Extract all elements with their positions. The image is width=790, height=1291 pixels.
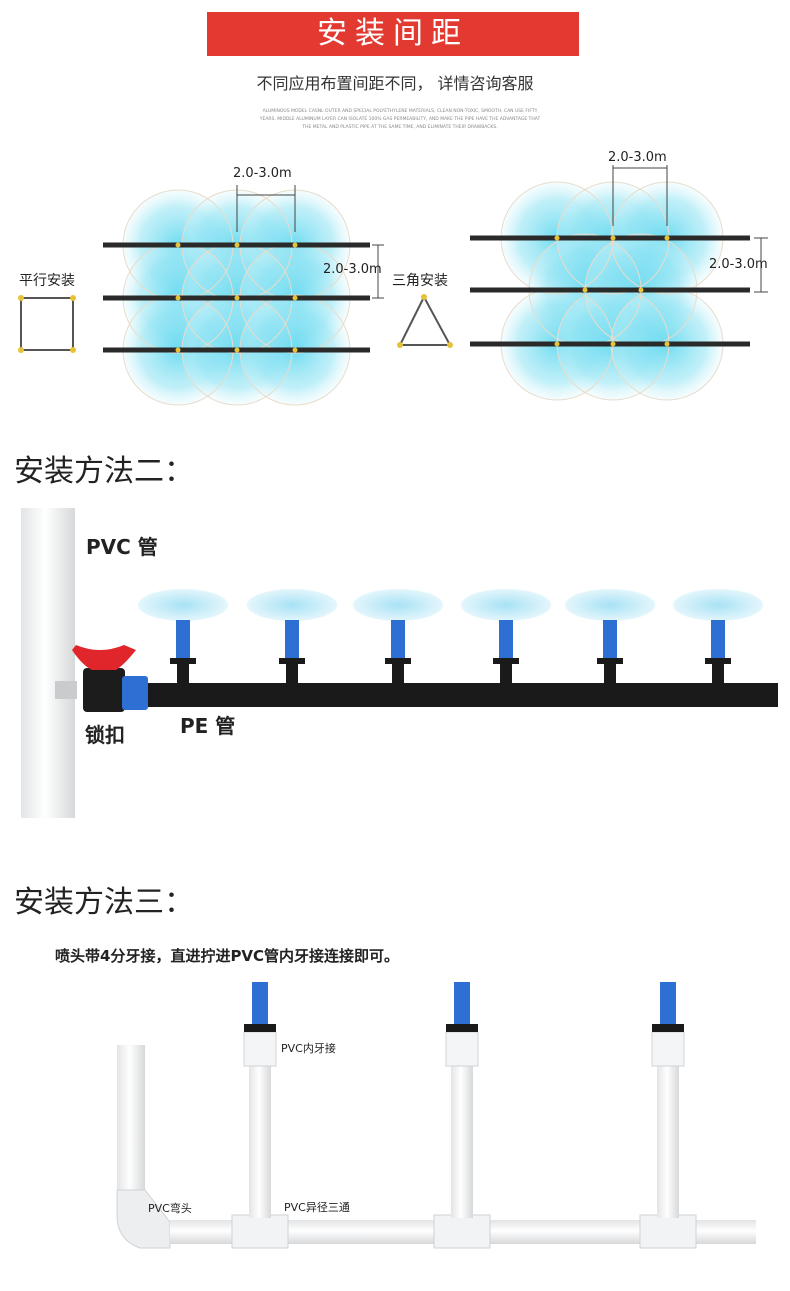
triangle-label: 三角安装: [392, 273, 448, 289]
inner-thread-adapters: [243, 1031, 685, 1067]
triangle-nozzles: [554, 235, 670, 347]
parallel-horizontal-dim: 2.0-3.0m: [233, 166, 292, 181]
pvc-pipe-label: PVC 管: [86, 535, 158, 559]
pe-pipe: [128, 683, 778, 707]
english-note: ALUMINOUS MODEL CASNL OUTER AND SPECIAL …: [259, 109, 541, 130]
subtitle: 不同应用布置间距不同， 详情咨询客服: [256, 74, 534, 93]
method2-illustration: [21, 508, 778, 818]
method3-nozzles: [244, 982, 684, 1032]
pe-pipe-label: PE 管: [180, 714, 236, 738]
inner-thread-label: PVC内牙接: [281, 1042, 336, 1055]
pvc-elbow: [116, 1189, 171, 1249]
triangle-vertical-dim: 2.0-3.0m: [709, 257, 768, 272]
parallel-dim-lines: [236, 185, 384, 299]
method2-nozzles: [138, 589, 763, 684]
section-title-banner: 安装间距: [207, 12, 579, 56]
triangle-dim-lines: [612, 165, 768, 293]
lock-valve-body: [83, 668, 125, 712]
parallel-vertical-dim: 2.0-3.0m: [323, 262, 382, 277]
valve-thread: [55, 681, 77, 699]
pvc-tees: [231, 1214, 697, 1249]
method3-instruction: 喷头带4分牙接，直进拧进PVC管内牙接连接即可。: [55, 947, 400, 965]
lock-valve-nut: [122, 676, 148, 710]
lock-valve-handle: [72, 645, 136, 670]
pvc-pipe-vertical: [21, 508, 75, 818]
triangle-icon: [397, 294, 453, 348]
triangle-pipes: [470, 235, 750, 347]
triangle-horizontal-dim: 2.0-3.0m: [608, 150, 667, 165]
method2-heading: 安装方法二：: [14, 454, 194, 489]
lock-label: 锁扣: [85, 723, 125, 747]
method3-heading: 安装方法三：: [14, 885, 194, 920]
parallel-nozzles: [175, 242, 298, 353]
method3-illustration: [116, 982, 756, 1249]
parallel-label: 平行安装: [19, 273, 75, 289]
pvc-risers: [249, 1060, 679, 1218]
pvc-vertical-left: [117, 1045, 145, 1195]
elbow-label: PVC弯头: [148, 1202, 192, 1215]
parallel-square-icon: [18, 295, 76, 353]
tee-label: PVC异径三通: [284, 1201, 350, 1214]
